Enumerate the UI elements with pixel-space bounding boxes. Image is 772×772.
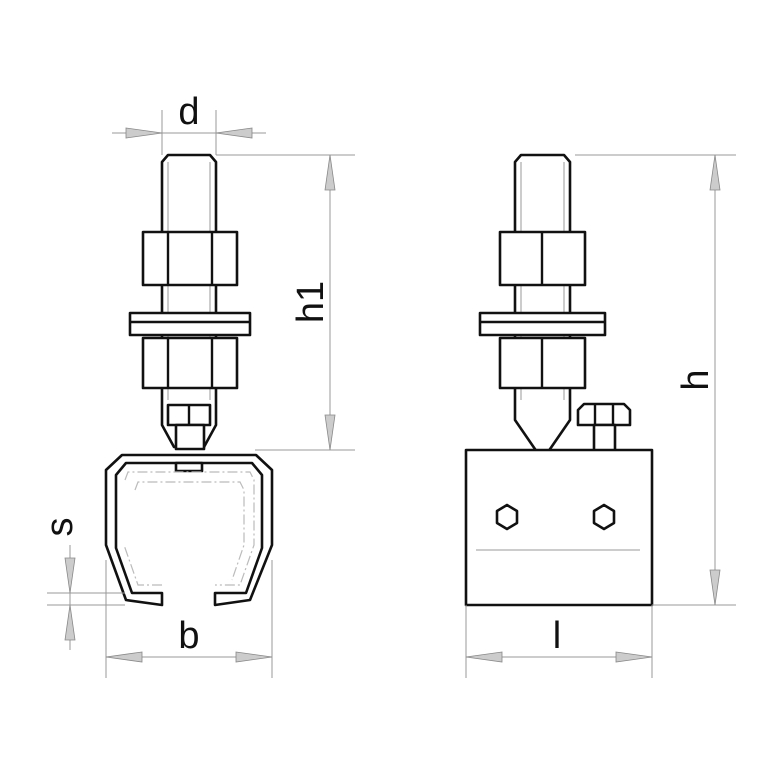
set-screw-head xyxy=(576,402,632,427)
label-b: b xyxy=(178,615,199,657)
label-h1: h1 xyxy=(290,281,332,323)
lower-nut xyxy=(141,336,239,390)
threaded-rod xyxy=(513,153,572,454)
c-channel-rail xyxy=(104,453,274,607)
label-d: d xyxy=(178,91,199,133)
trolley-body xyxy=(464,448,654,607)
dimension-l: l xyxy=(465,605,653,678)
dimension-h: h xyxy=(575,154,736,606)
washer xyxy=(128,311,252,337)
label-l: l xyxy=(553,615,561,657)
side-view: h l xyxy=(464,153,736,678)
dimension-s: s xyxy=(39,518,125,650)
dimension-h1: h1 xyxy=(216,154,355,451)
upper-nut xyxy=(141,230,239,287)
dimension-d: d xyxy=(112,91,266,155)
bolt-hole-right xyxy=(592,503,616,531)
threaded-rod xyxy=(160,153,218,449)
dimension-b: b xyxy=(105,560,273,678)
label-s: s xyxy=(39,518,81,537)
label-h: h xyxy=(675,369,717,390)
washer xyxy=(478,311,607,337)
bolt-hole-left xyxy=(495,503,519,531)
front-view: d h1 s b xyxy=(39,91,355,678)
